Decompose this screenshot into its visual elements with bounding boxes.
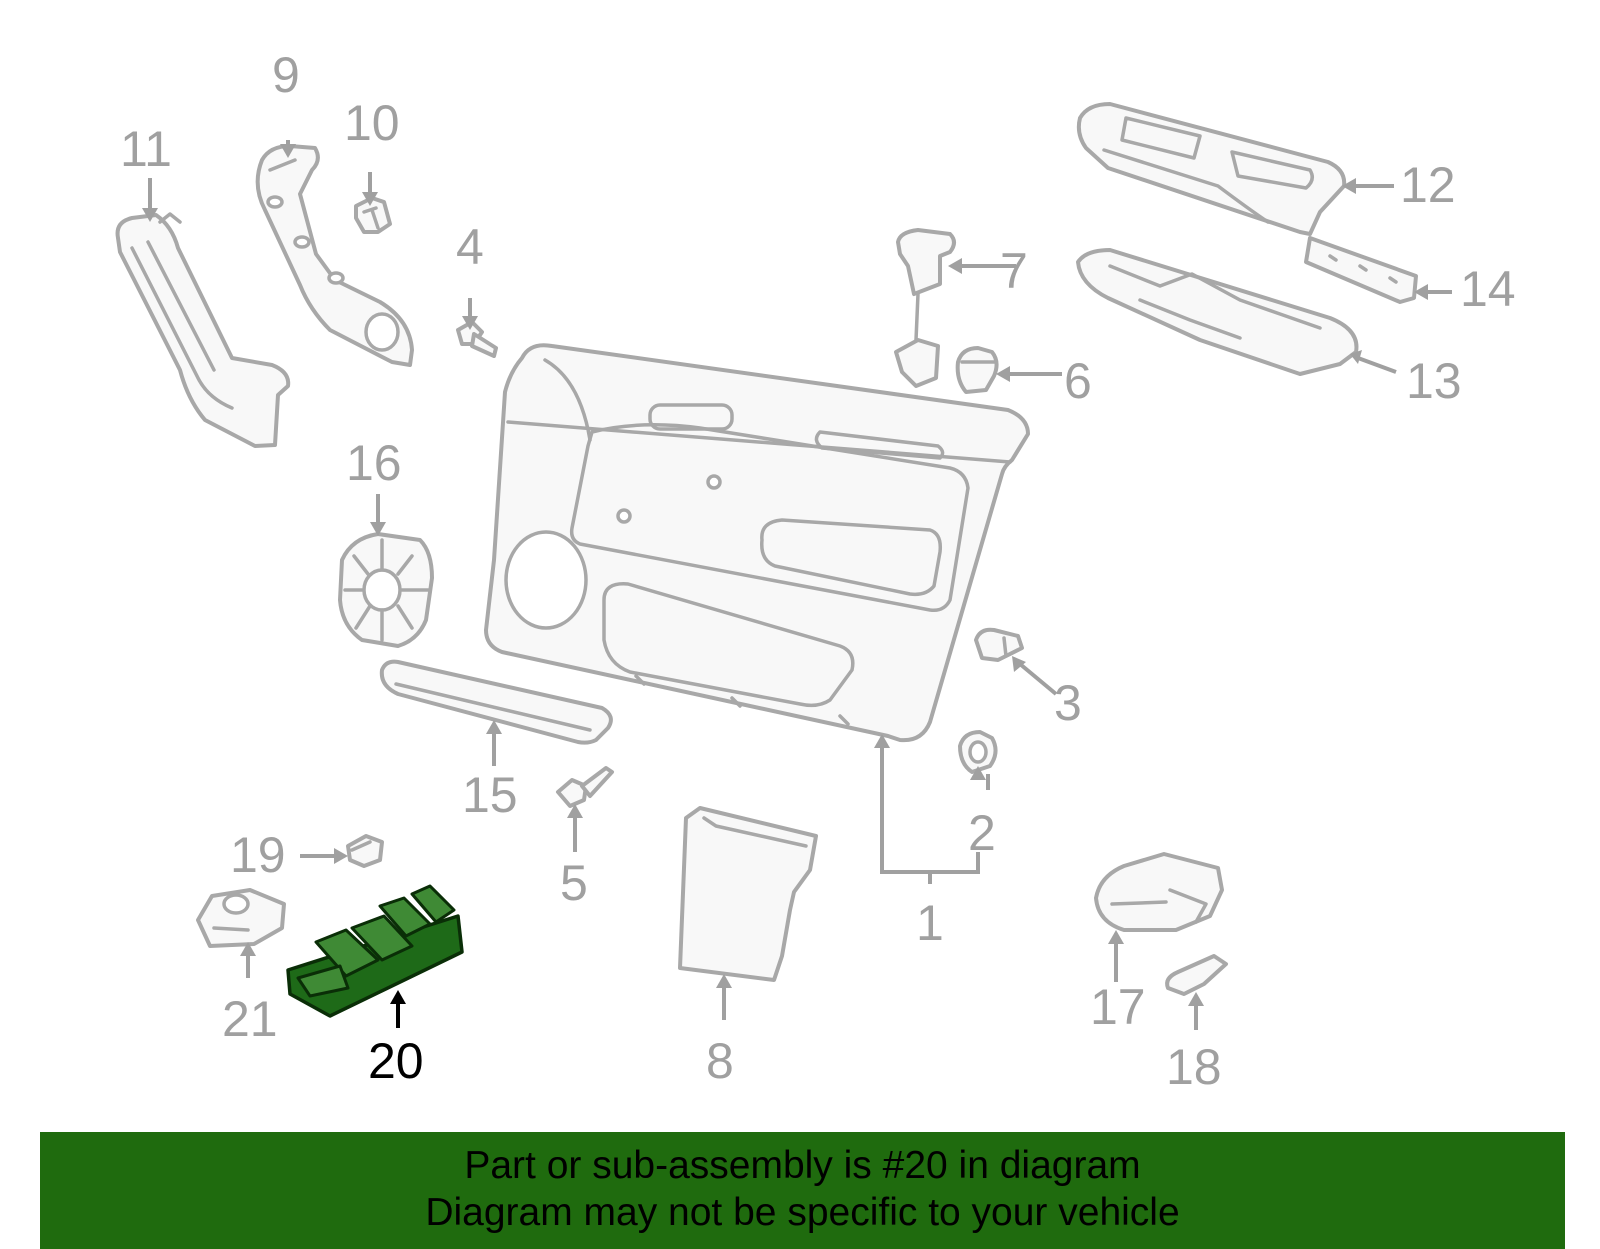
- part-21-mirror-switch: [196, 888, 286, 948]
- part-19-clip: [346, 834, 384, 868]
- part-8-cover: [678, 806, 818, 982]
- part-12-switch-bezel: [1076, 102, 1347, 236]
- callout-10: 10: [344, 95, 400, 151]
- info-banner: Part or sub-assembly is #20 in diagram D…: [40, 1132, 1565, 1249]
- callout-8: 8: [706, 1033, 734, 1089]
- banner-line-1: Part or sub-assembly is #20 in diagram: [464, 1144, 1141, 1187]
- part-15-trim-strip: [379, 659, 613, 745]
- part-11-pull-handle: [115, 212, 291, 448]
- callout-4: 4: [456, 219, 484, 275]
- part-6-grommet: [955, 346, 999, 394]
- part-18-bulb: [1165, 954, 1228, 996]
- callout-19: 19: [230, 827, 286, 883]
- callout-14: 14: [1460, 261, 1516, 317]
- leader-lines: [148, 140, 1452, 1030]
- callout-20: 20: [368, 1033, 424, 1089]
- part-4-screw: [456, 320, 498, 358]
- callout-6: 6: [1064, 353, 1092, 409]
- callouts: 1 2 3 4 5 6 7 8 9 10 11 12 13 14 15 16 1…: [120, 47, 1516, 1095]
- callout-15: 15: [462, 767, 518, 823]
- part-5-screw: [556, 766, 614, 808]
- callout-21: 21: [222, 991, 278, 1047]
- callout-5: 5: [560, 855, 588, 911]
- callout-13: 13: [1406, 353, 1462, 409]
- callout-9: 9: [272, 47, 300, 103]
- callout-2: 2: [968, 805, 996, 861]
- banner-line-2: Diagram may not be specific to your vehi…: [425, 1191, 1180, 1234]
- part-3-push-pin: [974, 627, 1024, 662]
- callout-3: 3: [1054, 675, 1082, 731]
- part-1-door-trim-panel: [484, 343, 1030, 743]
- callout-17: 17: [1090, 979, 1146, 1035]
- arrowheads: [142, 144, 1428, 1006]
- part-10-clip: [354, 196, 392, 234]
- part-2-grommet: [958, 730, 998, 774]
- part-14-switch-trim: [1304, 236, 1418, 304]
- part-16-speaker: [338, 532, 434, 648]
- part-7-lock-rod: [894, 228, 956, 388]
- part-20-window-switch[interactable]: [286, 884, 464, 1018]
- part-13-armrest-carrier: [1076, 248, 1359, 376]
- callout-7: 7: [1000, 243, 1028, 299]
- callout-16: 16: [346, 435, 402, 491]
- part-9-handle-bracket: [255, 144, 414, 367]
- callout-11: 11: [120, 121, 172, 177]
- callout-18: 18: [1166, 1039, 1222, 1095]
- callout-12: 12: [1400, 157, 1456, 213]
- callout-1: 1: [916, 895, 944, 951]
- part-17-handle-housing: [1094, 852, 1224, 932]
